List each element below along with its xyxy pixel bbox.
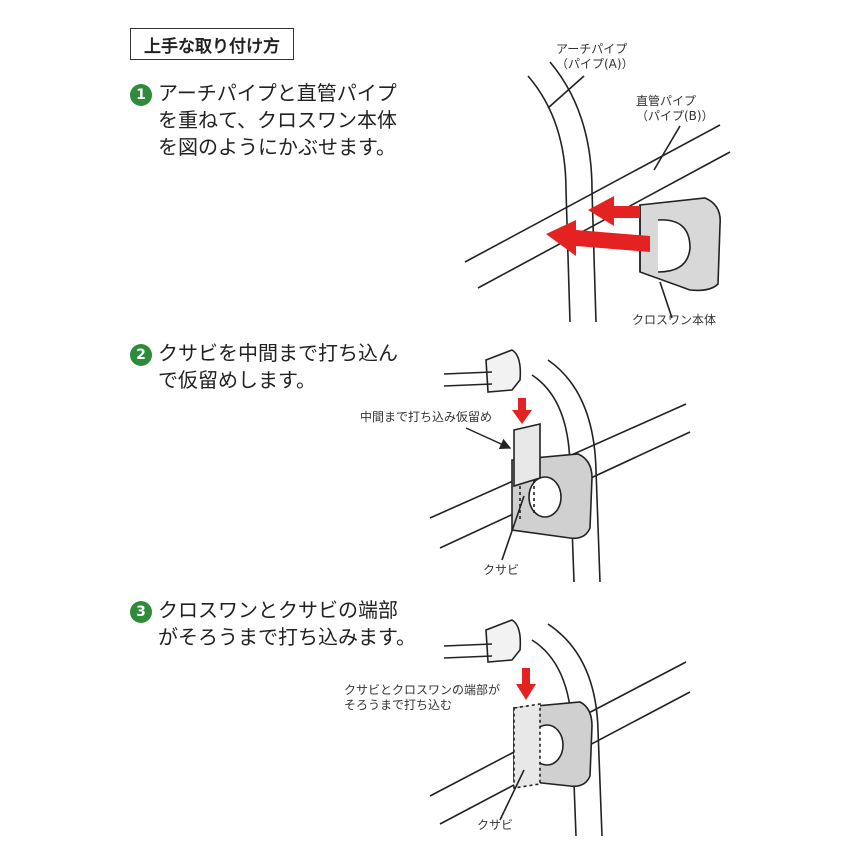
page-title: 上手な取り付け方 [130, 28, 294, 60]
step-3-text: クロスワンとクサビの端部 がそろうまで打ち込みます。 [158, 597, 416, 651]
step-2-text: クサビを中間まで打ち込ん で仮留めします。 [158, 340, 398, 394]
label-mid-drive: 中間まで打ち込み仮留め [360, 410, 493, 424]
label-wedge-2: クサビ [483, 563, 520, 577]
hammer-2 [485, 349, 522, 393]
step-3-line-2: がそろうまで打ち込みます。 [158, 625, 416, 649]
step-1-line-1: アーチパイプと直管パイプ [158, 81, 397, 105]
wedge-2 [513, 422, 541, 488]
label-crosswan-body: クロスワン本体 [632, 313, 717, 327]
wedge-3 [513, 703, 541, 789]
diagram-1 [464, 61, 731, 323]
arch-pipe-a [527, 75, 571, 323]
step-1-text: アーチパイプと直管パイプ を重ねて、クロスワン本体 を図のようにかぶせます。 [158, 80, 397, 161]
diagram-2 [429, 349, 691, 583]
hammer-3 [485, 619, 522, 663]
hammer-down-arrow-3 [516, 668, 536, 700]
step-1-line-3: を図のようにかぶせます。 [158, 135, 396, 159]
label-straight-pipe: 直管パイプ （パイプ(B)） [636, 94, 714, 123]
diagram-3 [429, 619, 691, 837]
step-1-line-2: を重ねて、クロスワン本体 [158, 108, 397, 132]
label-align: クサビとクロスワンの端部が そろうまで打ち込む [344, 683, 501, 712]
step-2-number-badge: 2 [130, 344, 152, 366]
mid-drive-pointer [465, 427, 512, 450]
hammer-down-arrow-2 [512, 398, 532, 424]
label-arch-pipe: アーチパイプ （パイプ(A)） [556, 42, 634, 71]
step-3-number-badge: 3 [130, 601, 152, 623]
step-2-line-1: クサビを中間まで打ち込ん [158, 341, 398, 365]
label-wedge-3: クサビ [477, 818, 514, 832]
step-2-line-2: で仮留めします。 [158, 368, 316, 392]
step-3-line-1: クロスワンとクサビの端部 [158, 598, 398, 622]
step-1-number-badge: 1 [130, 84, 152, 106]
insert-arrows [546, 196, 650, 256]
